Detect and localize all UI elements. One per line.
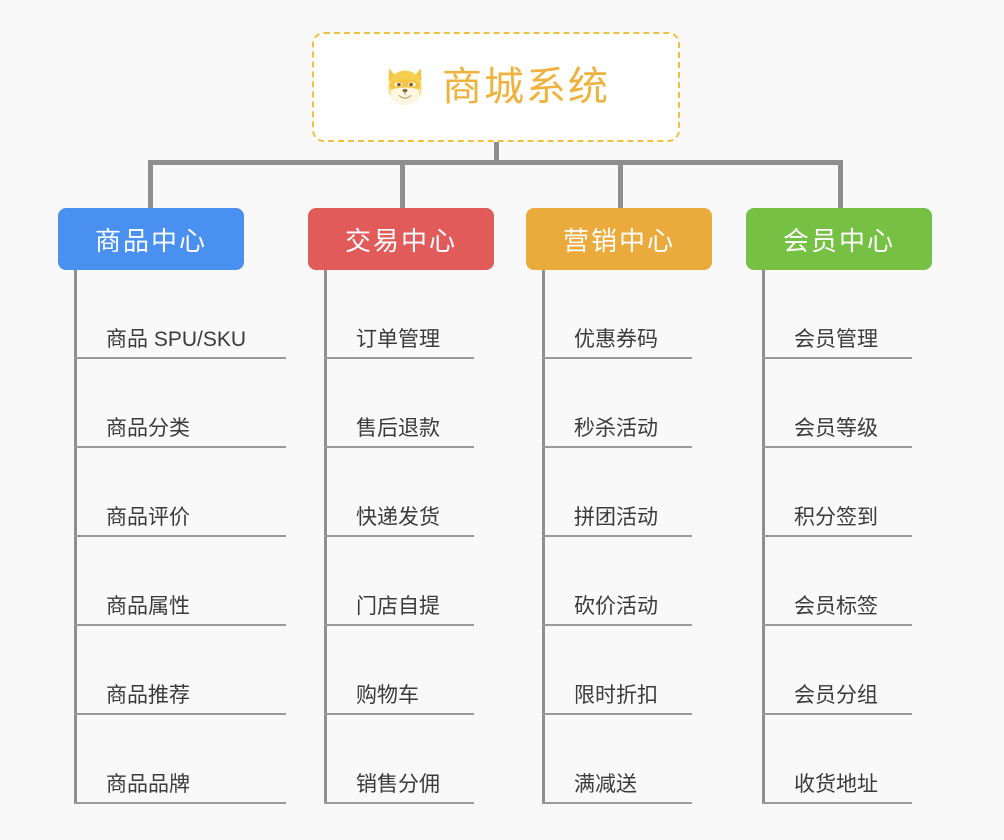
leaf-label: 订单管理	[356, 327, 440, 351]
leaf-underline	[762, 802, 912, 804]
leaf-label: 砍价活动	[574, 594, 658, 618]
leaf-label: 会员分组	[794, 683, 878, 707]
trunk-line-2	[324, 270, 327, 804]
leaf-item[interactable]: 满减送	[542, 715, 732, 804]
leaf-underline	[74, 713, 286, 715]
category-label: 交易中心	[344, 225, 457, 256]
leaf-label: 积分签到	[794, 505, 878, 529]
leaf-item[interactable]: 订单管理	[324, 270, 514, 359]
leaf-label: 门店自提	[356, 594, 440, 618]
leaf-underline	[74, 802, 286, 804]
leaf-label: 商品属性	[106, 594, 190, 618]
leaf-item[interactable]: 限时折扣	[542, 626, 732, 715]
shiba-dog-icon	[388, 68, 422, 106]
leaf-item[interactable]: 砍价活动	[542, 537, 732, 626]
leaf-label: 会员标签	[794, 594, 878, 618]
leaf-underline	[74, 357, 286, 359]
leaf-underline	[762, 535, 912, 537]
leaf-label: 购物车	[356, 683, 419, 707]
category-box-2[interactable]: 交易中心	[308, 208, 494, 270]
leaf-item[interactable]: 商品品牌	[74, 715, 326, 804]
leaf-item[interactable]: 商品推荐	[74, 626, 326, 715]
category-label: 营销中心	[562, 225, 675, 256]
leaf-underline	[324, 713, 474, 715]
leaf-underline	[324, 624, 474, 626]
leaf-item[interactable]: 收货地址	[762, 715, 952, 804]
connector-drop-1	[148, 160, 153, 208]
leaf-underline	[542, 624, 692, 626]
category-box-3[interactable]: 营销中心	[526, 208, 712, 270]
leaf-item[interactable]: 会员标签	[762, 537, 952, 626]
leaf-item[interactable]: 会员分组	[762, 626, 952, 715]
leaf-underline	[74, 535, 286, 537]
leaf-underline	[324, 802, 474, 804]
leaf-underline	[762, 713, 912, 715]
leaf-underline	[762, 357, 912, 359]
leaf-underline	[74, 624, 286, 626]
leaf-item[interactable]: 优惠券码	[542, 270, 732, 359]
leaf-underline	[324, 357, 474, 359]
category-label: 商品中心	[94, 225, 207, 256]
leaf-label: 商品 SPU/SKU	[106, 327, 247, 351]
leaf-item[interactable]: 积分签到	[762, 448, 952, 537]
leaf-underline	[542, 535, 692, 537]
leaf-item[interactable]: 会员等级	[762, 359, 952, 448]
leaf-underline	[324, 446, 474, 448]
leaf-underline	[74, 446, 286, 448]
leaf-underline	[324, 535, 474, 537]
leaf-label: 销售分佣	[356, 772, 440, 796]
leaf-label: 拼团活动	[574, 505, 658, 529]
leaf-label: 售后退款	[356, 416, 440, 440]
leaf-underline	[762, 624, 912, 626]
leaf-underline	[762, 446, 912, 448]
leaf-item[interactable]: 商品评价	[74, 448, 326, 537]
leaf-label: 商品评价	[106, 505, 190, 529]
leaf-column-3: 优惠券码秒杀活动拼团活动砍价活动限时折扣满减送	[542, 270, 732, 804]
leaf-column-2: 订单管理售后退款快递发货门店自提购物车销售分佣	[324, 270, 514, 804]
leaf-label: 会员等级	[794, 416, 878, 440]
leaf-label: 会员管理	[794, 327, 878, 351]
leaf-item[interactable]: 门店自提	[324, 537, 514, 626]
trunk-line-3	[542, 270, 545, 804]
trunk-line-4	[762, 270, 765, 804]
category-label: 会员中心	[782, 225, 895, 256]
leaf-item[interactable]: 售后退款	[324, 359, 514, 448]
connector-drop-2	[400, 160, 405, 208]
leaf-item[interactable]: 商品分类	[74, 359, 326, 448]
leaf-item[interactable]: 购物车	[324, 626, 514, 715]
connector-drop-4	[838, 160, 843, 208]
leaf-item[interactable]: 商品属性	[74, 537, 326, 626]
leaf-label: 商品推荐	[106, 683, 190, 707]
leaf-column-1: 商品 SPU/SKU 商品分类商品评价商品属性商品推荐商品品牌	[74, 270, 326, 804]
connector-horizontal-bus	[148, 160, 842, 165]
leaf-item[interactable]: 秒杀活动	[542, 359, 732, 448]
leaf-label: 优惠券码	[574, 327, 658, 351]
leaf-item[interactable]: 快递发货	[324, 448, 514, 537]
leaf-label: 商品品牌	[106, 772, 190, 796]
connector-root-stem	[494, 142, 499, 164]
category-box-1[interactable]: 商品中心	[58, 208, 244, 270]
leaf-label: 限时折扣	[574, 683, 658, 707]
connector-drop-3	[618, 160, 623, 208]
leaf-label: 满减送	[574, 772, 637, 796]
leaf-item[interactable]: 商品 SPU/SKU	[74, 270, 326, 359]
leaf-underline	[542, 357, 692, 359]
leaf-label: 商品分类	[106, 416, 190, 440]
leaf-underline	[542, 802, 692, 804]
category-box-4[interactable]: 会员中心	[746, 208, 932, 270]
leaf-column-4: 会员管理会员等级积分签到会员标签会员分组收货地址	[762, 270, 952, 804]
leaf-underline	[542, 446, 692, 448]
leaf-item[interactable]: 会员管理	[762, 270, 952, 359]
root-node[interactable]: 商城系统	[312, 32, 680, 142]
leaf-underline	[542, 713, 692, 715]
leaf-label: 快递发货	[356, 505, 440, 529]
leaf-label: 收货地址	[794, 772, 878, 796]
root-title: 商城系统	[442, 65, 610, 109]
leaf-item[interactable]: 销售分佣	[324, 715, 514, 804]
leaf-item[interactable]: 拼团活动	[542, 448, 732, 537]
trunk-line-1	[74, 270, 77, 804]
leaf-label: 秒杀活动	[574, 416, 658, 440]
